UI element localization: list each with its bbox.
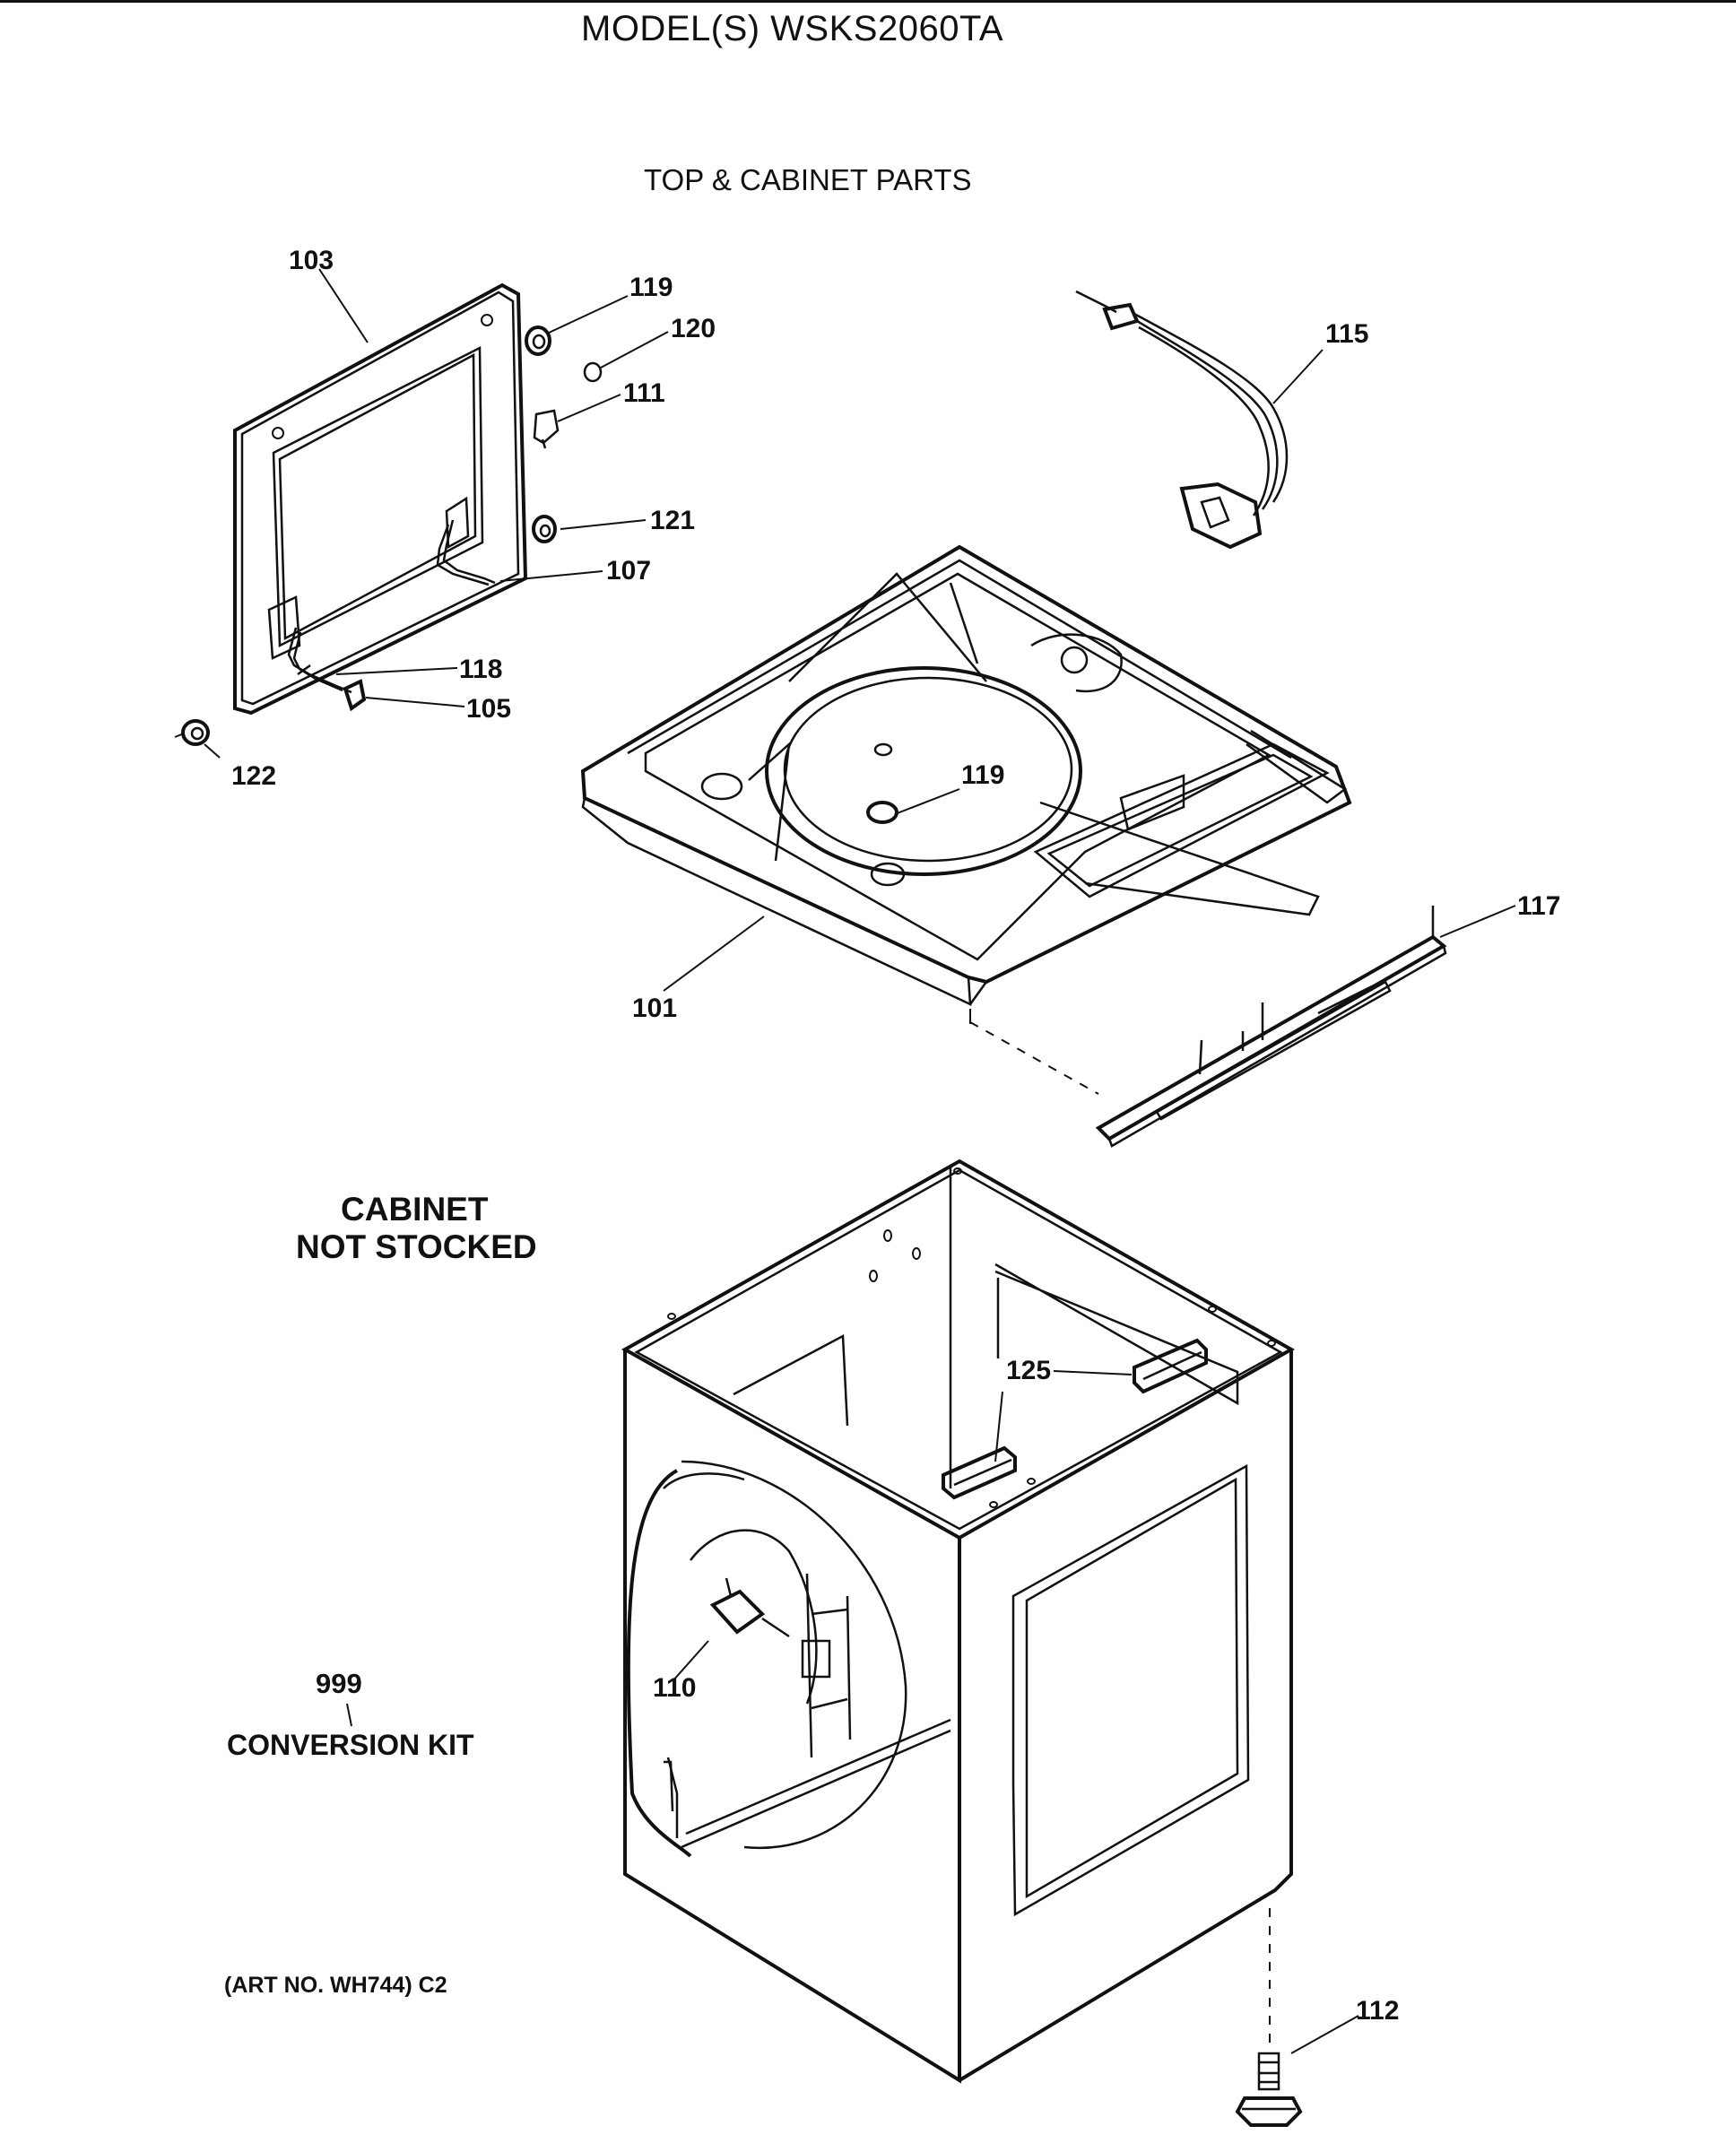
cabinet-mounting-holes	[667, 1167, 1276, 1508]
bracket-117[interactable]	[1095, 906, 1447, 1148]
cabinet-note-line1: CABINET	[341, 1191, 489, 1228]
callout-115: 115	[1325, 319, 1368, 349]
plug-120[interactable]	[583, 361, 603, 383]
callout-107: 107	[606, 556, 651, 586]
lid-switch-actuator-111[interactable]	[533, 409, 560, 449]
top-panel-101[interactable]	[580, 544, 1352, 1007]
clip-125-front[interactable]	[942, 1445, 1017, 1500]
conversion-kit-label: CONVERSION KIT	[227, 1729, 474, 1761]
callout-118: 118	[459, 655, 502, 684]
wire-harness-115[interactable]	[1075, 290, 1289, 550]
alignment-line-117	[969, 1021, 1099, 1095]
callout-122: 122	[231, 761, 276, 791]
callout-125: 125	[1006, 1356, 1051, 1385]
grommet-119[interactable]	[525, 325, 551, 356]
callout-117: 117	[1517, 891, 1560, 921]
callout-112: 112	[1356, 1996, 1399, 2026]
bumper-121[interactable]	[532, 515, 557, 543]
conversion-kit-number: 999	[316, 1668, 362, 1699]
hinge-pin-122[interactable]	[174, 719, 210, 746]
sensor-110[interactable]	[709, 1577, 790, 1638]
cabinet-body[interactable]	[621, 1158, 1296, 2084]
model-title: MODEL(S) WSKS2060TA	[581, 9, 1004, 48]
callout-110: 110	[653, 1673, 696, 1703]
lid-wire-harness	[287, 519, 496, 694]
leveling-leg-112[interactable]	[1235, 1908, 1303, 2127]
callout-120: 120	[671, 314, 716, 343]
callout-labels: 103 119 120 111 121 107 118 105 122 115 …	[231, 246, 1560, 2026]
callout-101: 101	[632, 994, 677, 1023]
leader-lines	[204, 268, 1516, 2054]
lid-part-103[interactable]	[233, 282, 528, 716]
callout-119-lid: 119	[629, 273, 673, 302]
callout-105: 105	[466, 694, 511, 724]
callout-119-panel: 119	[961, 760, 1004, 790]
clip-125-rear[interactable]	[1133, 1338, 1208, 1394]
art-number: (ART NO. WH744) C2	[224, 1973, 447, 1998]
cabinet-note-line2: NOT STOCKED	[296, 1228, 537, 1265]
section-title: TOP & CABINET PARTS	[644, 163, 972, 196]
callout-103: 103	[289, 246, 334, 275]
callout-111: 111	[623, 378, 665, 408]
magnet-105[interactable]	[343, 679, 367, 712]
callout-121: 121	[650, 506, 695, 535]
header-rule	[0, 0, 1736, 3]
